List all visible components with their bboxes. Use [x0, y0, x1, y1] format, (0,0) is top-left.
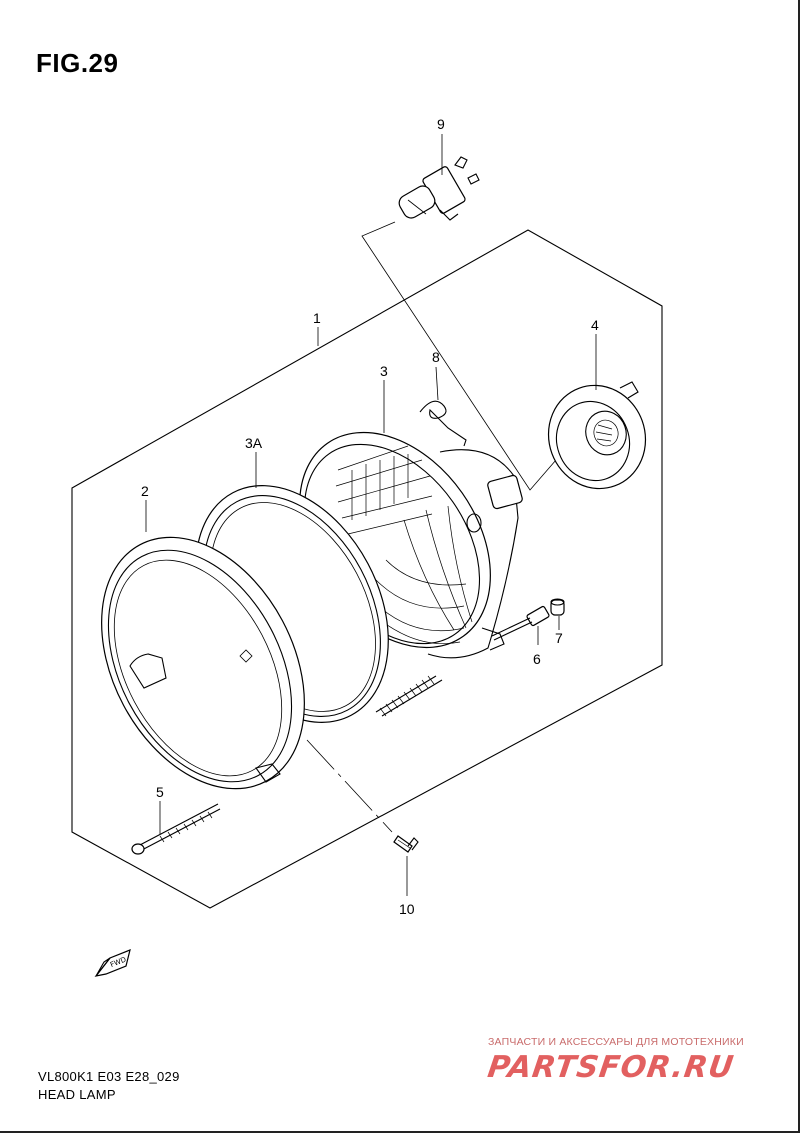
callout-numbers: 9 1 3 8 4 3A 2 6 7 5 10	[141, 116, 599, 917]
frame-border-right	[798, 0, 800, 1133]
callout-3: 3	[380, 363, 388, 379]
bulb-guide-line	[361, 221, 557, 491]
adjuster-nut-part	[491, 605, 550, 641]
watermark-logo: PARTSFOR.RU	[485, 1050, 737, 1085]
outer-rim-part	[101, 536, 305, 790]
callout-leaders	[145, 134, 597, 896]
adjuster-spring-part	[375, 675, 443, 717]
adjusting-screw-part	[131, 803, 221, 855]
watermark-subtitle: ЗАПЧАСТИ И АКСЕССУАРЫ ДЛЯ МОТОТЕХНИКИ	[488, 1036, 744, 1048]
screw-part	[393, 835, 419, 853]
screw-guide-line	[306, 739, 393, 833]
model-code-caption: VL800K1 E03 E28_029	[38, 1069, 180, 1084]
callout-1: 1	[313, 310, 321, 326]
assembly-outline	[71, 229, 663, 909]
callout-8: 8	[432, 349, 440, 365]
callout-2: 2	[141, 483, 149, 499]
callout-5: 5	[156, 784, 164, 800]
callout-10: 10	[399, 901, 415, 917]
cap-part	[550, 598, 565, 616]
section-name-caption: HEAD LAMP	[38, 1087, 116, 1102]
callout-3a: 3A	[245, 435, 263, 451]
callout-7: 7	[555, 630, 563, 646]
forward-direction-arrow: FWD	[94, 949, 131, 977]
clip-spring-part	[419, 400, 467, 447]
socket-cover-part	[547, 381, 647, 490]
callout-6: 6	[533, 651, 541, 667]
figure-title: FIG.29	[36, 48, 119, 78]
callout-4: 4	[591, 317, 599, 333]
bulb-part	[398, 156, 480, 221]
callout-9: 9	[437, 116, 445, 132]
frame-border-bottom	[0, 1131, 800, 1133]
